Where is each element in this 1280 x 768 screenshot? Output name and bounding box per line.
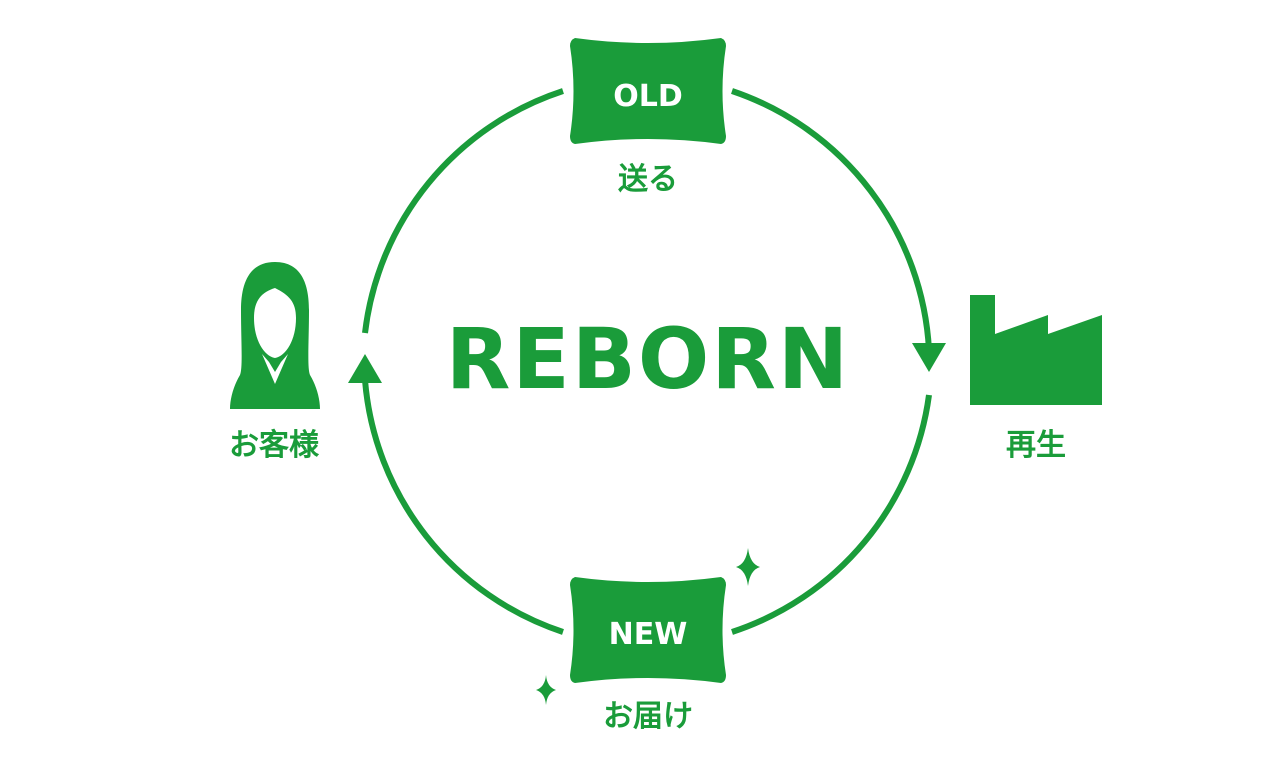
new-node: NEW お届け	[570, 577, 726, 734]
sparkle-icon	[536, 675, 556, 705]
customer-node: お客様	[229, 262, 320, 463]
arrow-up-icon	[348, 354, 382, 383]
arc-new-to-customer	[362, 379, 564, 635]
pillow-icon	[570, 38, 726, 144]
arrow-down-icon	[912, 343, 946, 372]
pillow-icon	[570, 577, 726, 683]
customer-caption: お客様	[229, 428, 320, 463]
new-caption: お届け	[603, 699, 693, 734]
customer-icon	[230, 262, 320, 409]
customer-collar	[262, 354, 288, 384]
recycle-caption: 再生	[1006, 428, 1066, 463]
new-pillow-label: NEW	[609, 617, 688, 652]
old-pillow-label: OLD	[613, 79, 683, 114]
arc-old-to-recycle	[731, 88, 932, 351]
old-node: OLD 送る	[570, 38, 726, 197]
cycle-ring	[362, 88, 932, 635]
factory-icon	[970, 295, 1102, 405]
arc-recycle-to-new	[731, 394, 932, 635]
sparkle-icon	[736, 548, 760, 586]
recycle-node: 再生	[970, 295, 1102, 463]
center-title: REBORN	[446, 310, 850, 408]
arc-customer-to-old	[362, 88, 564, 334]
old-caption: 送る	[618, 162, 678, 197]
